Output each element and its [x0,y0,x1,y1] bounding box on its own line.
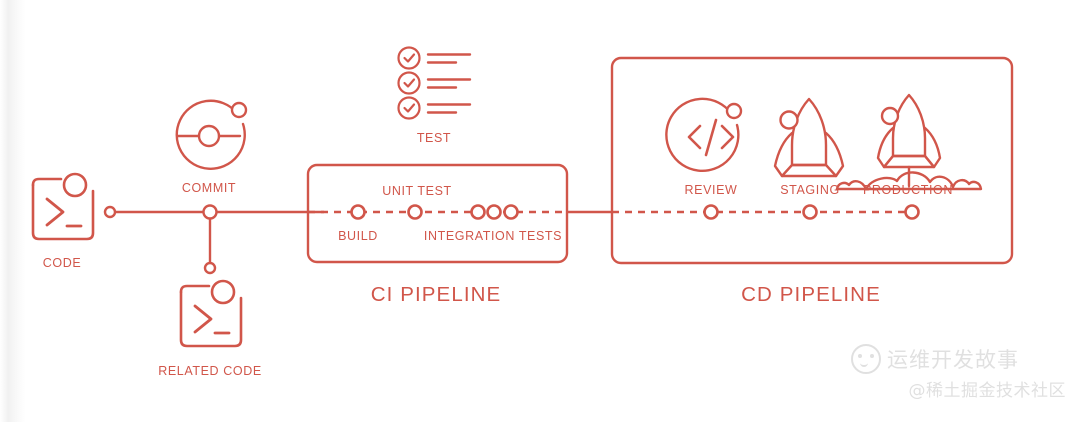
label-related-code: RELATED CODE [158,364,262,378]
connector-node [203,261,217,275]
ci-node-build [350,204,366,220]
code-brackets-icon [665,97,743,172]
ci-node-unit-test [407,204,423,220]
rocket-icon [773,97,845,178]
checklist-icon [397,46,472,120]
branch-node [202,204,218,220]
label-integration-tests: INTEGRATION TESTS [423,229,563,243]
label-unit-test: UNIT TEST [382,184,452,198]
label-code: CODE [42,256,82,270]
terminal-icon [179,279,243,348]
ci-node-integration-3 [503,204,519,220]
title-ci-pipeline: CI PIPELINE [370,283,502,306]
git-commit-icon [175,99,248,170]
label-production: PRODUCTION [862,183,954,197]
ci-node-integration-2 [486,204,502,220]
cd-node-review [703,204,719,220]
label-test: TEST [416,131,452,145]
cd-pipeline-box [610,56,1014,265]
cd-node-staging [802,204,818,220]
title-cd-pipeline: CD PIPELINE [741,283,881,306]
terminal-icon [31,172,95,241]
label-review: REVIEW [684,183,738,197]
connector-node [103,205,117,219]
label-build: BUILD [338,229,378,243]
ci-node-integration-1 [470,204,486,220]
label-staging: STAGING [780,183,840,197]
ci-pipeline-box [306,163,569,264]
label-commit: COMMIT [181,181,237,195]
cd-node-production [904,204,920,220]
rocket-launch-icon [835,93,983,191]
